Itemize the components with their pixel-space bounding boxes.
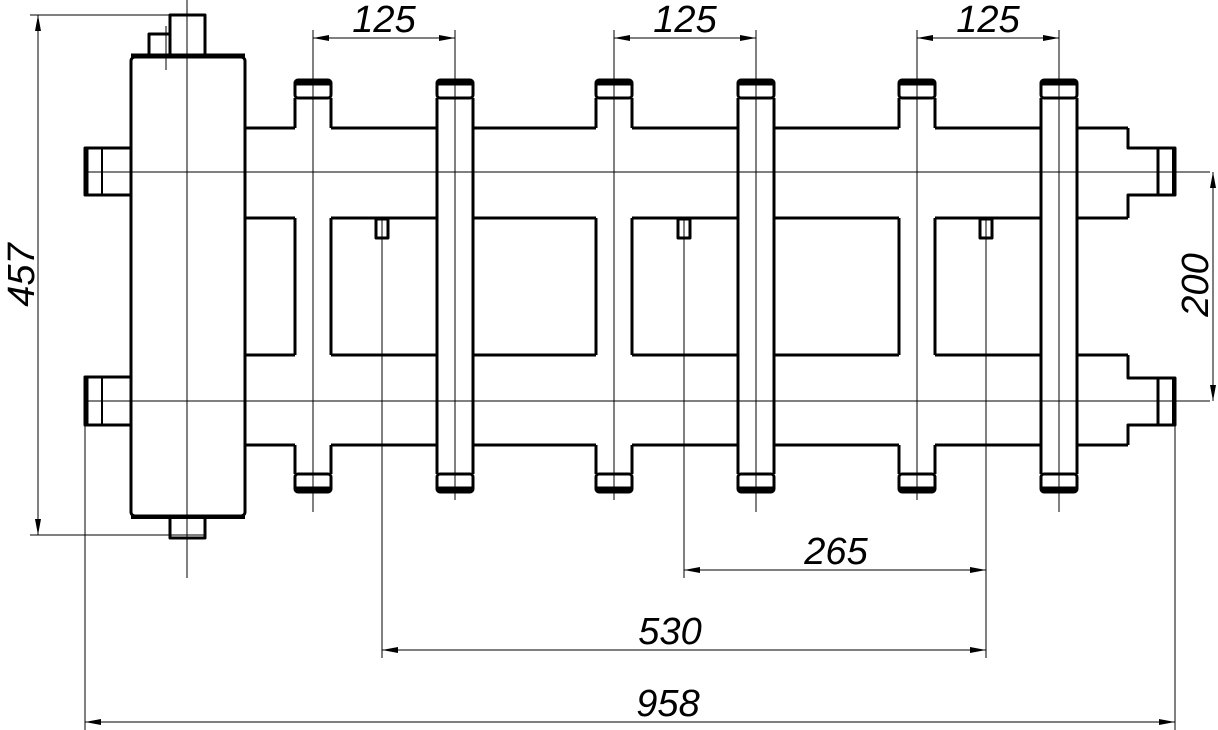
dimension-265: 265 bbox=[803, 531, 868, 573]
dimension-200: 200 bbox=[1175, 253, 1217, 317]
hydraulic-separator bbox=[83, 13, 247, 540]
dimension-125-b: 125 bbox=[653, 0, 717, 41]
vent-3 bbox=[978, 217, 994, 240]
dimension-530: 530 bbox=[638, 611, 701, 653]
dimension-457: 457 bbox=[1, 241, 43, 306]
outlet-step bbox=[1126, 355, 1158, 445]
dimension-125-a: 125 bbox=[352, 0, 416, 41]
vent-1 bbox=[374, 217, 390, 240]
dimension-lines bbox=[35, 15, 1216, 725]
dimension-125-c: 125 bbox=[956, 0, 1020, 41]
outlet-step bbox=[1126, 128, 1158, 218]
vent-2 bbox=[676, 217, 692, 240]
dimension-958: 958 bbox=[636, 683, 699, 725]
manifold-body bbox=[246, 78, 1177, 494]
centerlines bbox=[30, 0, 1210, 730]
